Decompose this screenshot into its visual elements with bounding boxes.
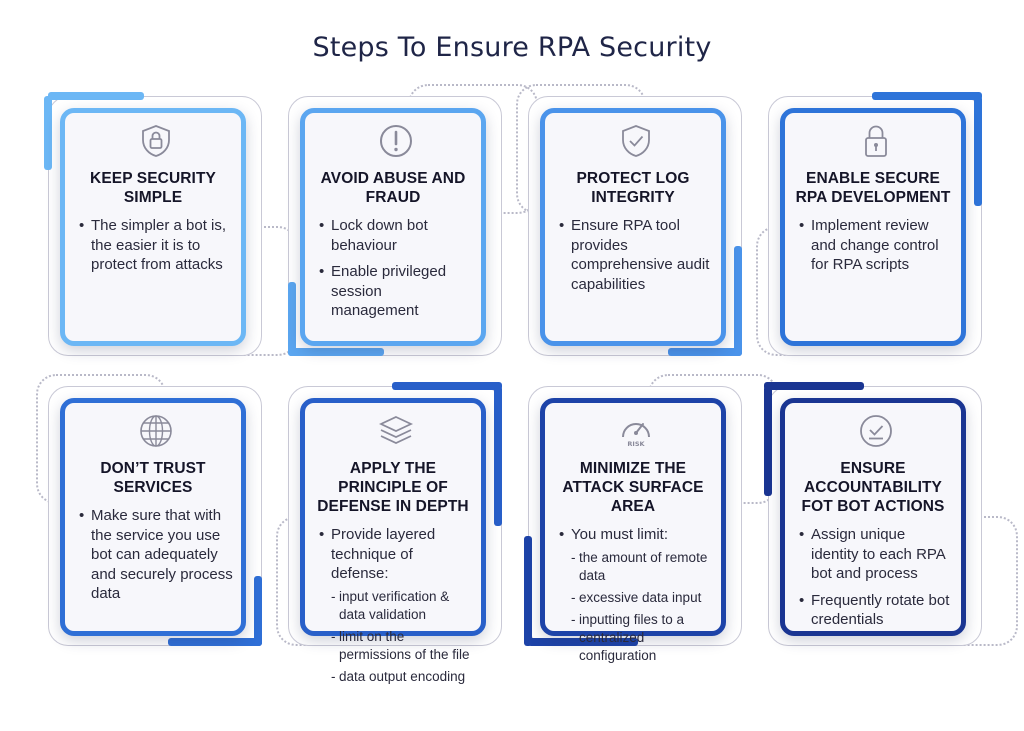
step-title: ENABLE SECURE RPA DEVELOPMENT bbox=[795, 170, 951, 206]
corner-accent-bar bbox=[288, 282, 296, 356]
step-point: Frequently rotate bot credentials bbox=[799, 591, 953, 630]
step-point-text: Implement review and change control for … bbox=[811, 217, 939, 273]
corner-accent-bar bbox=[668, 348, 742, 356]
step-title: AVOID ABUSE AND FRAUD bbox=[320, 170, 466, 206]
step-card: ENSURE ACCOUNTABILITY FOT BOT ACTIONS Ass… bbox=[780, 398, 966, 636]
step-card-slot: DON’T TRUST SERVICES Make sure that with … bbox=[36, 374, 262, 646]
step-card-slot: APPLY THE PRINCIPLE OF DEFENSE IN DEPTH P… bbox=[276, 382, 502, 686]
shield-lock-icon bbox=[79, 123, 233, 161]
step-card: RISK MINIMIZE THE ATTACK SURFACE AREA You … bbox=[540, 398, 726, 663]
corner-accent-bar bbox=[872, 92, 982, 100]
step-points: Lock down bot behaviourEnable privileged… bbox=[319, 216, 473, 321]
step-point-text: Make sure that with the service you use … bbox=[91, 507, 233, 602]
step-points: Assign unique identity to each RPA bot a… bbox=[799, 525, 953, 630]
corner-accent-bar bbox=[974, 96, 982, 206]
step-points: Implement review and change control for … bbox=[799, 216, 953, 275]
corner-accent-bar bbox=[764, 382, 864, 390]
corner-accent-bar bbox=[48, 92, 144, 100]
sub-point: input verification & data validation bbox=[331, 588, 473, 624]
shield-check-icon bbox=[559, 123, 713, 161]
globe-icon bbox=[79, 413, 233, 451]
step-point-text: Provide layered technique of defense: bbox=[331, 526, 436, 582]
sub-point: excessive data input bbox=[571, 589, 713, 607]
step-points: Provide layered technique of defense: inp… bbox=[319, 525, 473, 686]
sub-point: inputting files to a centralized configu… bbox=[571, 611, 713, 665]
corner-accent-bar bbox=[764, 386, 772, 496]
step-point-text: Enable privileged session management bbox=[331, 263, 447, 319]
step-point: Ensure RPA tool provides comprehensive a… bbox=[559, 216, 713, 294]
step-point: The simpler a bot is, the easier it is t… bbox=[79, 216, 233, 275]
layers-icon bbox=[319, 413, 473, 451]
step-card: DON’T TRUST SERVICES Make sure that with … bbox=[60, 398, 246, 636]
step-title: ENSURE ACCOUNTABILITY FOT BOT ACTIONS bbox=[801, 460, 945, 515]
step-points: You must limit: the amount of remote data… bbox=[559, 525, 713, 665]
corner-accent-bar bbox=[254, 576, 262, 646]
corner-accent-bar bbox=[524, 536, 532, 646]
step-title: APPLY THE PRINCIPLE OF DEFENSE IN DEPTH bbox=[317, 460, 469, 515]
step-card: AVOID ABUSE AND FRAUD Lock down bot behav… bbox=[300, 108, 486, 346]
corner-accent-bar bbox=[392, 382, 502, 390]
step-card-slot: ENABLE SECURE RPA DEVELOPMENT Implement r… bbox=[756, 92, 982, 356]
step-card-slot: RISK MINIMIZE THE ATTACK SURFACE AREA You … bbox=[524, 374, 778, 663]
step-point: Assign unique identity to each RPA bot a… bbox=[799, 525, 953, 584]
step-point-text: Ensure RPA tool provides comprehensive a… bbox=[571, 217, 710, 293]
corner-accent-bar bbox=[168, 638, 262, 646]
step-title: MINIMIZE THE ATTACK SURFACE AREA bbox=[562, 460, 704, 515]
step-card: ENABLE SECURE RPA DEVELOPMENT Implement r… bbox=[780, 108, 966, 346]
step-card-slot: PROTECT LOG INTEGRITY Ensure RPA tool pro… bbox=[516, 84, 742, 356]
step-title: DON’T TRUST SERVICES bbox=[100, 460, 206, 496]
step-point-text: Assign unique identity to each RPA bot a… bbox=[811, 526, 945, 582]
check-circle-icon bbox=[799, 413, 953, 451]
corner-accent-bar bbox=[288, 348, 384, 356]
sub-points: the amount of remote data excessive data … bbox=[571, 549, 713, 665]
warning-circle-icon bbox=[319, 123, 473, 161]
step-point-text: You must limit: bbox=[571, 526, 668, 543]
step-card: APPLY THE PRINCIPLE OF DEFENSE IN DEPTH P… bbox=[300, 398, 486, 686]
corner-accent-bar bbox=[494, 386, 502, 526]
step-point: Enable privileged session management bbox=[319, 262, 473, 321]
step-point: Lock down bot behaviour bbox=[319, 216, 473, 255]
step-points: The simpler a bot is, the easier it is t… bbox=[79, 216, 233, 275]
step-title: PROTECT LOG INTEGRITY bbox=[576, 170, 690, 206]
step-point: Make sure that with the service you use … bbox=[79, 506, 233, 604]
step-point: You must limit: the amount of remote data… bbox=[559, 525, 713, 665]
sub-point: limit on the permissions of the file bbox=[331, 628, 473, 664]
step-card-slot: ENSURE ACCOUNTABILITY FOT BOT ACTIONS Ass… bbox=[764, 382, 1018, 646]
step-point: Implement review and change control for … bbox=[799, 216, 953, 275]
corner-accent-bar bbox=[44, 96, 52, 170]
page-title: Steps To Ensure RPA Security bbox=[312, 32, 712, 63]
corner-accent-bar bbox=[734, 246, 742, 356]
step-title: KEEP SECURITY SIMPLE bbox=[90, 170, 216, 206]
step-points: Make sure that with the service you use … bbox=[79, 506, 233, 604]
sub-points: input verification & data validation limi… bbox=[331, 588, 473, 686]
step-card-slot: AVOID ABUSE AND FRAUD Lock down bot behav… bbox=[288, 84, 538, 356]
step-card: KEEP SECURITY SIMPLE The simpler a bot is… bbox=[60, 108, 246, 346]
sub-point: data output encoding bbox=[331, 668, 473, 686]
step-point-text: Lock down bot behaviour bbox=[331, 217, 428, 254]
step-point-text: Frequently rotate bot credentials bbox=[811, 591, 950, 629]
svg-text:RISK: RISK bbox=[627, 440, 645, 448]
step-point: Provide layered technique of defense: inp… bbox=[319, 525, 473, 686]
step-card: PROTECT LOG INTEGRITY Ensure RPA tool pro… bbox=[540, 108, 726, 346]
sub-point: the amount of remote data bbox=[571, 549, 713, 585]
padlock-icon bbox=[799, 123, 953, 161]
step-card-slot: KEEP SECURITY SIMPLE The simpler a bot is… bbox=[44, 92, 298, 356]
step-point-text: The simpler a bot is, the easier it is t… bbox=[91, 217, 227, 273]
step-points: Ensure RPA tool provides comprehensive a… bbox=[559, 216, 713, 294]
risk-gauge-icon: RISK bbox=[559, 413, 713, 451]
